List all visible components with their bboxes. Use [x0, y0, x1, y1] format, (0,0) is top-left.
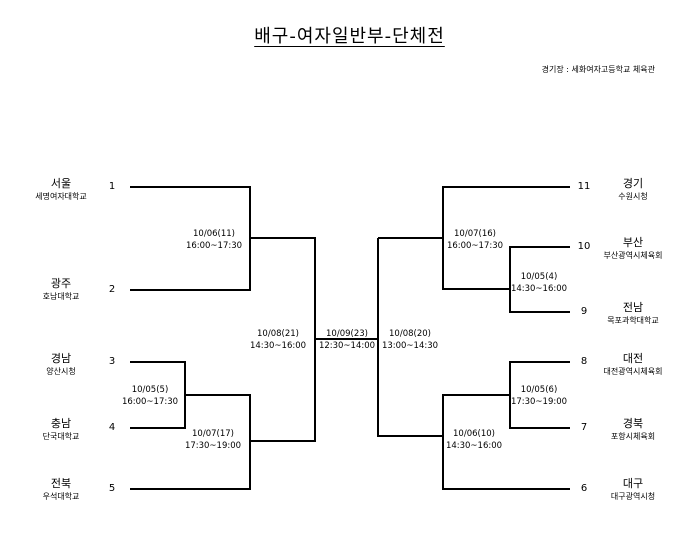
team-region: 경북 — [622, 417, 644, 430]
match-label: 10/09(23)12:30~14:00 — [318, 329, 376, 351]
team-region: 경기 — [622, 177, 644, 190]
page-title: 배구-여자일반부-단체전 — [254, 26, 445, 47]
match-label: 10/05(4)14:30~16:00 — [510, 272, 568, 294]
team-region: 전북 — [50, 477, 72, 490]
team-seed: 8 — [580, 356, 588, 367]
match-label: 10/05(6)17:30~19:00 — [510, 385, 568, 407]
team-school: 수원시청 — [618, 192, 648, 201]
team-region: 대전 — [622, 352, 644, 365]
team-seed: 3 — [108, 356, 116, 367]
team-region: 충남 — [50, 417, 72, 430]
team-seed: 10 — [577, 241, 591, 252]
team-seed: 6 — [580, 483, 588, 494]
bracket-line-87-6 — [442, 394, 570, 490]
team-seed: 1 — [108, 181, 116, 192]
team-region: 경남 — [50, 352, 72, 365]
team-school: 목포과학대학교 — [607, 316, 659, 325]
bracket-line-right-semi — [377, 238, 443, 437]
team-school: 양산시청 — [46, 367, 76, 376]
team-region: 광주 — [50, 277, 72, 290]
match-label: 10/05(5)16:00~17:30 — [121, 385, 179, 407]
team-seed: 7 — [580, 422, 588, 433]
match-label: 10/08(20)13:00~14:30 — [381, 329, 439, 351]
bracket-line-10-9 — [509, 246, 570, 313]
match-label: 10/06(11)16:00~17:30 — [185, 229, 243, 251]
team-school: 포항시체육회 — [610, 432, 656, 441]
team-seed: 5 — [108, 483, 116, 494]
team-region: 대구 — [622, 477, 644, 490]
team-school: 우석대학교 — [42, 492, 80, 501]
team-seed: 4 — [108, 422, 116, 433]
venue-label: 경기장 : 세화여자고등학교 체육관 — [541, 65, 655, 74]
team-seed: 2 — [108, 284, 116, 295]
team-school: 호남대학교 — [42, 292, 80, 301]
team-seed: 9 — [580, 306, 588, 317]
match-label: 10/06(10)14:30~16:00 — [445, 429, 503, 451]
bracket-line-11-109 — [442, 186, 570, 290]
match-label: 10/07(16)16:00~17:30 — [446, 229, 504, 251]
team-school: 대전광역시체육회 — [603, 367, 663, 376]
team-school: 세명여자대학교 — [35, 192, 87, 201]
team-school: 대구광역시청 — [610, 492, 656, 501]
team-school: 부산광역시체육회 — [603, 251, 663, 260]
match-label: 10/08(21)14:30~16:00 — [249, 329, 307, 351]
team-seed: 11 — [577, 181, 591, 192]
team-region: 전남 — [622, 301, 644, 314]
team-school: 단국대학교 — [42, 432, 80, 441]
match-label: 10/07(17)17:30~19:00 — [184, 429, 242, 451]
team-region: 부산 — [622, 236, 644, 249]
team-region: 서울 — [50, 177, 72, 190]
